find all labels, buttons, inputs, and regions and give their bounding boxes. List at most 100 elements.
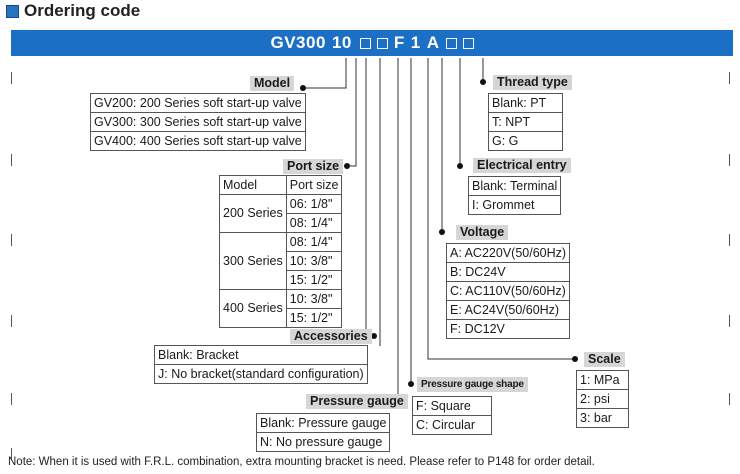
margin-tick [11,448,12,460]
scale-option: 1: MPa [576,370,629,390]
code-part-number: 10 [331,33,352,52]
table-row: 400 Series 10: 3/8" [219,289,343,328]
electrical-entry-option: Blank: Terminal [467,176,562,196]
accessories-option: J: No bracket(standard configuration) [154,364,368,384]
ordering-code: GV300 10 F 1 A [11,30,733,56]
accessories-label: Accessories [290,329,372,344]
port-size-table: Model Port size 200 Series 06: 1/8" 08: … [219,175,343,328]
port-size-cell: 06: 1/8" [285,194,343,214]
table-row: Blank: Pressure gauge [255,413,391,433]
voltage-option: F: DC12V [445,319,571,339]
section-heading: Ordering code [6,0,140,22]
thread-type-table: Blank: PT T: NPT G: G [487,93,564,151]
electrical-entry-table: Blank: Terminal I: Grommet [467,176,562,215]
pressure-gauge-table: Blank: Pressure gauge N: No pressure gau… [255,413,391,452]
scale-table: 1: MPa 2: psi 3: bar [576,370,629,428]
scale-option: 2: psi [576,389,629,409]
port-size-cell: 08: 1/4" [285,232,343,252]
margin-tick [729,315,730,327]
table-row: 10: 3/8" [220,251,343,271]
series-cell: 200 Series [219,194,287,233]
electrical-entry-option: I: Grommet [467,195,562,215]
accessories-option: Blank: Bracket [154,345,368,365]
margin-tick [729,393,730,405]
voltage-option: B: DC24V [445,262,571,282]
series-cell: 300 Series [219,232,287,290]
table-row: Blank: Terminal [467,176,562,196]
scale-option: 3: bar [576,408,629,428]
electrical-entry-label: Electrical entry [473,158,571,173]
square-bullet-icon [6,4,19,18]
pressure-gauge-option: Blank: Pressure gauge [255,413,391,433]
gauge-shape-option: F: Square [411,396,493,416]
table-row: GV400: 400 Series soft start-up valve [90,131,306,151]
table-row: Blank: Bracket [154,345,368,365]
voltage-option: A: AC220V(50/60Hz) [445,243,571,263]
port-size-cell: 08: 1/4" [285,213,343,233]
port-size-cell: 10: 3/8" [285,289,343,309]
table-row: B: DC24V [445,262,571,282]
model-table: GV200: 200 Series soft start-up valve GV… [90,93,306,151]
table-row: C: AC110V(50/60Hz) [445,281,571,301]
model-label: Model [250,76,295,91]
table-row: 15: 1/2" [220,270,343,290]
table-row: 300 Series 08: 1/4" [219,232,343,290]
code-slot-port-icon [359,37,371,49]
column-header-port-size: Port size [285,175,343,195]
table-row: 3: bar [576,408,629,428]
code-part-1: 1 [410,33,421,52]
accessories-table: Blank: Bracket J: No bracket(standard co… [154,345,368,384]
margin-tick [11,393,12,405]
model-option: GV200: 200 Series soft start-up valve [90,93,306,113]
table-row: G: G [487,131,564,151]
model-option: GV400: 400 Series soft start-up valve [90,131,306,151]
table-row: N: No pressure gauge [255,432,391,452]
margin-tick [729,154,730,166]
port-size-cell: 10: 3/8" [285,251,343,271]
page-title: Ordering code [24,1,141,20]
ordering-code-banner: GV300 10 F 1 A [11,30,733,56]
table-row: J: No bracket(standard configuration) [154,364,368,384]
gauge-shape-label: Pressure gauge shape [417,377,528,392]
thread-type-option: G: G [487,131,564,151]
margin-tick [729,72,730,84]
table-row: 15: 1/2" [220,308,343,328]
code-part-series: GV300 [270,33,326,52]
model-option: GV300: 300 Series soft start-up valve [90,112,306,132]
port-size-cell: 15: 1/2" [285,308,343,328]
table-row: GV300: 300 Series soft start-up valve [90,112,306,132]
margin-tick [11,154,12,166]
table-row: Model Port size [219,175,343,195]
margin-tick [11,315,12,327]
table-row: 200 Series 06: 1/8" [219,194,343,233]
table-row: F: DC12V [445,319,571,339]
pressure-gauge-option: N: No pressure gauge [255,432,391,452]
table-row: GV200: 200 Series soft start-up valve [90,93,306,113]
table-row: C: Circular [411,415,493,435]
gauge-shape-option: C: Circular [411,415,493,435]
voltage-option: E: AC24V(50/60Hz) [445,300,571,320]
port-size-cell: 15: 1/2" [285,270,343,290]
table-row: 2: psi [576,389,629,409]
footnote: Note: When it is used with F.R.L. combin… [8,456,595,468]
voltage-label: Voltage [456,225,509,240]
code-part-a: A [426,33,440,52]
table-row: E: AC24V(50/60Hz) [445,300,571,320]
margin-tick [729,234,730,246]
thread-type-option: Blank: PT [487,93,564,113]
table-row: 1: MPa [576,370,629,390]
gauge-shape-table: F: Square C: Circular [411,396,493,435]
code-part-f: F [393,33,405,52]
code-slot-accessory-icon [376,37,388,49]
column-header-model: Model [219,175,287,195]
pressure-gauge-label: Pressure gauge [306,394,408,409]
margin-tick [11,72,12,84]
series-cell: 400 Series [219,289,287,328]
thread-type-label: Thread type [493,75,572,90]
table-row: Blank: PT [487,93,564,113]
voltage-table: A: AC220V(50/60Hz) B: DC24V C: AC110V(50… [445,243,571,339]
port-size-label: Port size [283,159,344,174]
table-row: A: AC220V(50/60Hz) [445,243,571,263]
margin-tick [11,234,12,246]
thread-type-option: T: NPT [487,112,564,132]
